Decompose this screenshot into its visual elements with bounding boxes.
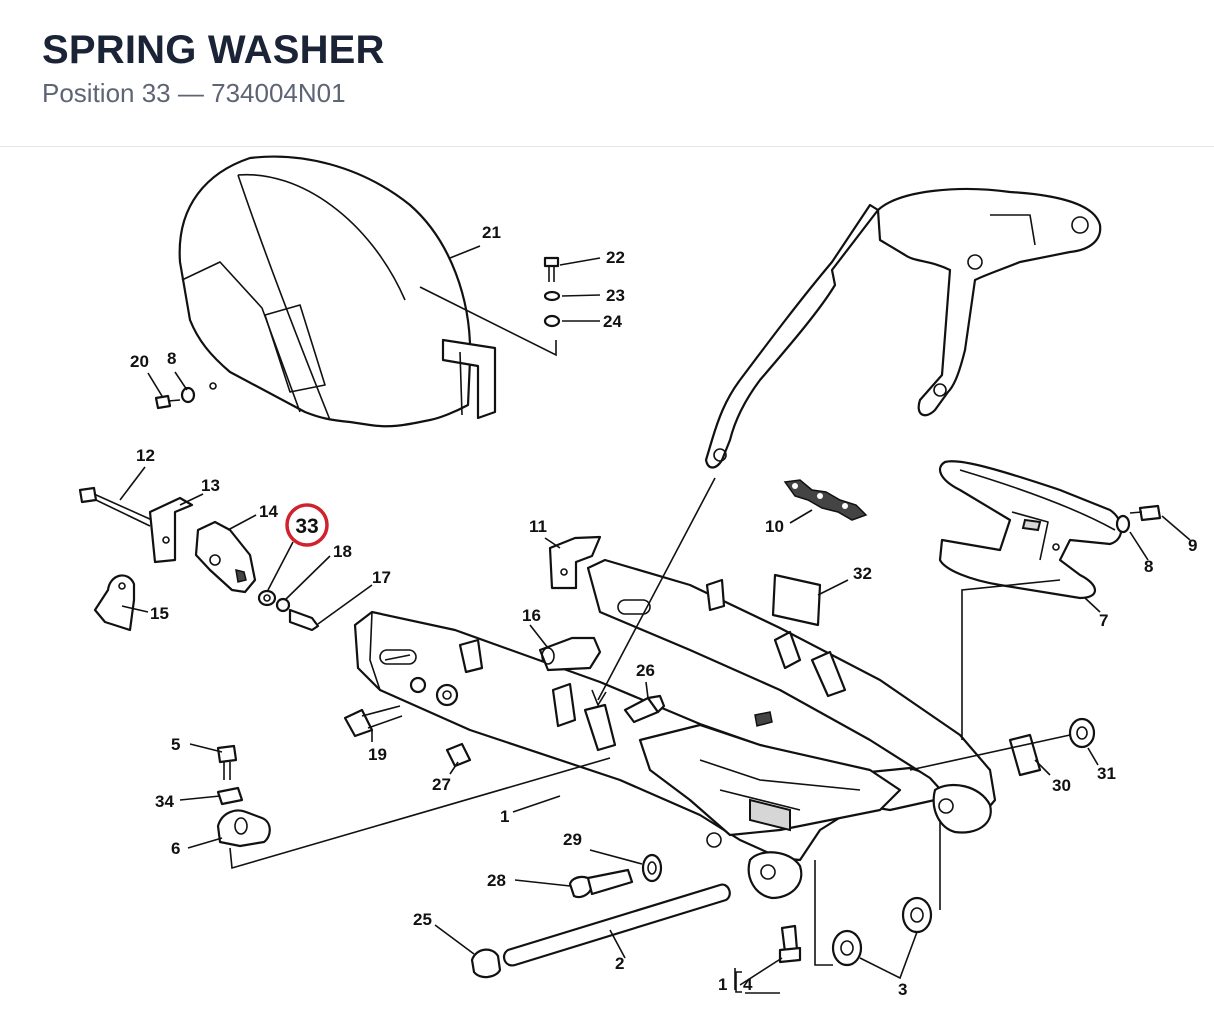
callout-15[interactable]: 15 (150, 604, 169, 623)
callout-2[interactable]: 2 (615, 954, 624, 973)
callout-8-right[interactable]: 8 (1144, 557, 1153, 576)
bolt-26[interactable] (623, 694, 666, 724)
callout-5[interactable]: 5 (171, 735, 180, 754)
collar-34[interactable] (216, 786, 244, 806)
nut-31[interactable] (1068, 717, 1096, 749)
callout-27[interactable]: 27 (432, 775, 451, 794)
callout-3[interactable]: 3 (898, 980, 907, 999)
cap-25[interactable] (470, 948, 502, 979)
bolt-4[interactable] (778, 924, 802, 964)
callout-9[interactable]: 9 (1188, 536, 1197, 555)
swingarm[interactable] (353, 558, 997, 900)
callout-12[interactable]: 12 (136, 446, 155, 465)
callout-6[interactable]: 6 (171, 839, 180, 858)
callout-31[interactable]: 31 (1097, 764, 1116, 783)
callout-26[interactable]: 26 (636, 661, 655, 680)
callout-labels: 21 22 23 24 20 8 12 13 14 33 18 17 15 11… (130, 223, 1197, 999)
chain-guide[interactable] (938, 460, 1123, 600)
bolt-5[interactable] (216, 744, 238, 780)
highlight-ring-33 (285, 503, 329, 547)
callout-25[interactable]: 25 (413, 910, 432, 929)
callout-29[interactable]: 29 (563, 830, 582, 849)
callout-33[interactable]: 33 (295, 515, 318, 538)
part-subtitle: Position 33 — 734004N01 (42, 78, 346, 109)
part-title: SPRING WASHER (42, 28, 385, 72)
callout-4[interactable]: 4 (743, 975, 753, 994)
part-number: 734004N01 (211, 78, 346, 108)
callout-32[interactable]: 32 (853, 564, 872, 583)
callout-8-left[interactable]: 8 (167, 349, 176, 368)
callout-34[interactable]: 34 (155, 792, 174, 811)
washer-29[interactable] (641, 853, 663, 883)
pivot-shaft-2[interactable] (502, 883, 731, 967)
callout-1-bracket[interactable]: 1 (718, 975, 727, 994)
callout-1[interactable]: 1 (500, 807, 509, 826)
callout-16[interactable]: 16 (522, 606, 541, 625)
chain-adjuster-plate[interactable] (148, 496, 194, 564)
nut-24[interactable] (543, 314, 561, 328)
bolt-19[interactable] (343, 705, 403, 738)
bolt-17[interactable] (288, 608, 320, 632)
callout-14[interactable]: 14 (259, 502, 278, 521)
bolt-20[interactable] (154, 394, 181, 410)
position-label: Position 33 (42, 78, 171, 108)
callout-20[interactable]: 20 (130, 352, 149, 371)
bracket-15[interactable] (93, 574, 136, 632)
callout-24[interactable]: 24 (603, 312, 622, 331)
rear-mudguard[interactable] (178, 155, 497, 428)
callout-28[interactable]: 28 (487, 871, 506, 890)
washer-18[interactable] (275, 597, 291, 613)
callout-11[interactable]: 11 (529, 517, 547, 536)
spring-washer-33[interactable] (257, 589, 277, 607)
leader-lines (119, 245, 1191, 990)
callout-18[interactable]: 18 (333, 542, 352, 561)
subtitle-separator: — (170, 78, 212, 108)
clamp-6[interactable] (216, 809, 271, 848)
bracket-1-4 (735, 971, 742, 993)
exploded-parts-diagram: 21 22 23 24 20 8 12 13 14 33 18 17 15 11… (78, 155, 1197, 999)
chain-adjuster-block[interactable] (194, 520, 257, 594)
washer-23[interactable] (543, 290, 561, 302)
page-header: SPRING WASHER Position 33 — 734004N01 (0, 0, 1214, 147)
callout-17[interactable]: 17 (372, 568, 391, 587)
pin-16[interactable] (538, 636, 602, 672)
drive-chain[interactable] (783, 479, 868, 521)
callout-23[interactable]: 23 (606, 286, 625, 305)
washer-8-right[interactable] (1115, 514, 1131, 534)
washer-8-left[interactable] (180, 386, 196, 404)
chain-adjuster-bolt[interactable] (78, 486, 153, 527)
callout-7[interactable]: 7 (1099, 611, 1108, 630)
bushing-27[interactable] (445, 742, 472, 768)
washer-3a[interactable] (831, 929, 863, 967)
callout-10[interactable]: 10 (765, 517, 784, 536)
pad-32[interactable] (771, 573, 822, 627)
callout-22[interactable]: 22 (606, 248, 625, 267)
bracket-11[interactable] (548, 535, 602, 590)
callout-19[interactable]: 19 (368, 745, 387, 764)
bolt-28[interactable] (568, 868, 634, 899)
bolt-9[interactable] (1129, 504, 1162, 522)
screw-22[interactable] (543, 256, 560, 282)
callout-21[interactable]: 21 (482, 223, 501, 242)
callout-30[interactable]: 30 (1052, 776, 1071, 795)
nut-30[interactable] (1008, 733, 1042, 777)
washer-3b[interactable] (901, 896, 933, 934)
callout-13[interactable]: 13 (201, 476, 220, 495)
shock-link-rod[interactable] (704, 187, 1102, 469)
